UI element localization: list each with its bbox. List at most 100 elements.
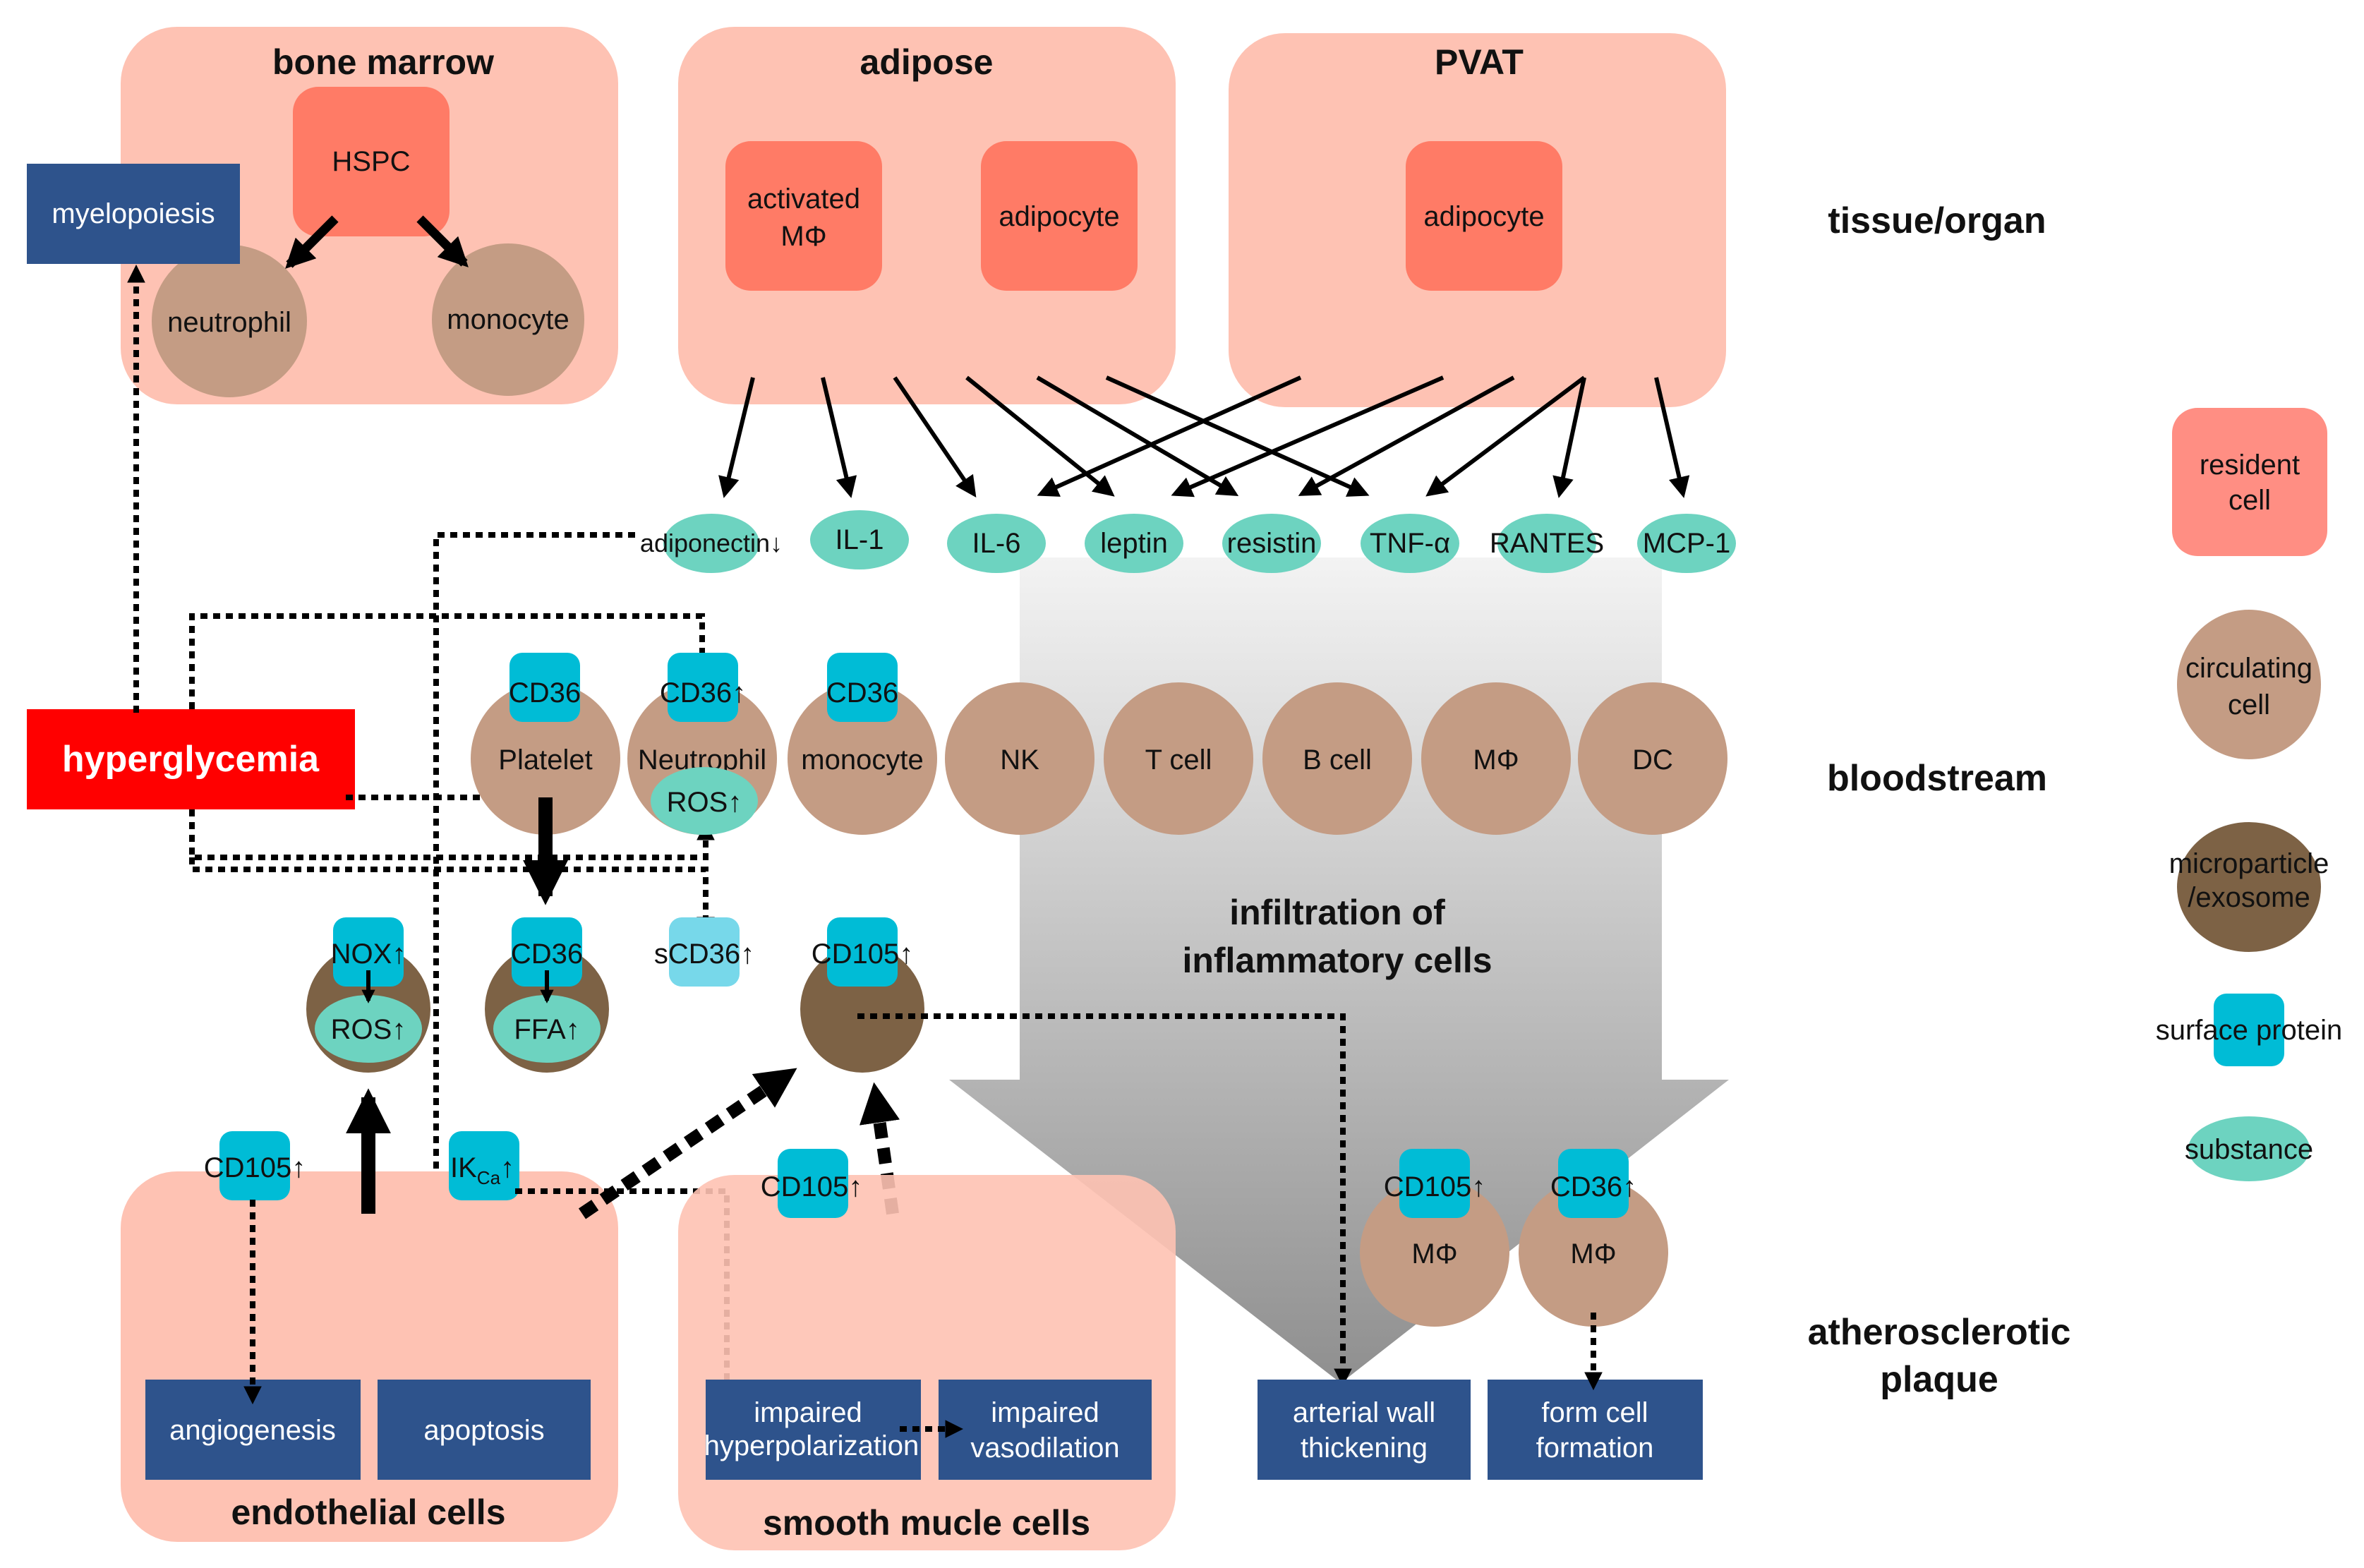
legend-substance-label: substance xyxy=(2185,1134,2313,1165)
arrow-pvat-il6 xyxy=(1037,375,1302,497)
arrow-pvat-resistin xyxy=(1298,375,1515,496)
foam-cell-label-1: form cell xyxy=(1541,1397,1648,1428)
legend-substance-swatch xyxy=(2188,1116,2310,1181)
legend-resident-swatch xyxy=(2172,408,2327,556)
nox-protein xyxy=(333,917,404,987)
substance-leptin-shape xyxy=(1085,514,1183,573)
ikca-sub: Ca xyxy=(477,1167,501,1188)
dendritic-cell-node xyxy=(1578,682,1727,835)
ikca-label: IKCa↑ xyxy=(450,1152,514,1188)
platelet-cd36-label: CD36 xyxy=(509,677,581,708)
plaque-mphi1-node xyxy=(1360,1178,1509,1327)
legend-circulating-swatch xyxy=(2177,610,2321,759)
legend: resident cell circulating cell micropart… xyxy=(2156,408,2343,1181)
path-hyper-scd36 xyxy=(189,857,715,936)
activated-macrophage-label-2: MΦ xyxy=(780,221,826,252)
arrow-pvat-leptin xyxy=(1171,375,1445,497)
path-hyper-neutrophil-cd36 xyxy=(189,613,711,709)
row-label-bloodstream: bloodstream xyxy=(1827,758,2047,799)
nk-cell-label: NK xyxy=(1000,744,1039,776)
substance-adiponectin: adiponectin↓ xyxy=(640,529,783,557)
substance-resistin: resistin xyxy=(1227,528,1317,559)
legend-surface-protein-swatch xyxy=(2214,994,2284,1066)
arterial-thickening-label-2: thickening xyxy=(1301,1433,1428,1464)
endothelial-title: endothelial cells xyxy=(231,1492,505,1532)
arrow-adipose-il6 xyxy=(893,376,977,497)
nox-ros-substance xyxy=(315,995,422,1063)
arrow-adipose-resistin xyxy=(1036,375,1239,497)
t-cell-label: T cell xyxy=(1145,744,1212,776)
arterial-thickening-label-1: arterial wall xyxy=(1293,1397,1435,1428)
plaque-mphi1-cd105 xyxy=(1399,1149,1470,1218)
hspc-to-neutrophil-arrow xyxy=(285,215,339,269)
plaque-mphi2-cd36 xyxy=(1558,1149,1629,1218)
pvat-panel: PVAT adipocyte xyxy=(1229,33,1726,407)
arrow-adipose-il1 xyxy=(821,377,857,498)
mp-cd36-label: CD36 xyxy=(511,939,583,970)
mp-cd36-protein xyxy=(512,917,582,987)
monocyte-node xyxy=(788,682,937,835)
arterial-thickening-box xyxy=(1258,1380,1471,1480)
substance-mcp1: MCP-1 xyxy=(1643,528,1730,559)
myelopoiesis-box xyxy=(27,164,240,264)
hyperglycemia-label: hyperglycemia xyxy=(62,739,320,780)
activated-macrophage-label-1: activated xyxy=(747,183,860,215)
secretion-arrows xyxy=(718,375,1690,498)
macrophage-node xyxy=(1421,682,1571,835)
t-cell-node xyxy=(1104,682,1253,835)
adipose-bg xyxy=(678,27,1176,404)
ikca-protein xyxy=(449,1131,519,1200)
bm-neutrophil-label: neutrophil xyxy=(167,307,291,338)
monocyte-cd36-protein xyxy=(827,653,898,722)
hyperglycemia-pathways xyxy=(127,264,715,1387)
smc-cd105-protein xyxy=(778,1149,848,1218)
legend-surface-protein-label: surface protein xyxy=(2156,1015,2343,1046)
monocyte-label: monocyte xyxy=(801,744,923,776)
smc-cd105-label: CD105↑ xyxy=(761,1171,863,1202)
substance-mcp1-shape xyxy=(1637,514,1736,573)
mp-ffa-label: FFA↑ xyxy=(514,1014,579,1045)
nox-label: NOX↑ xyxy=(331,939,406,970)
adipose-adipocyte-node xyxy=(981,141,1138,291)
arrow-pvat-tnfa xyxy=(1425,375,1586,497)
platelet-label: Platelet xyxy=(498,744,592,776)
ikca-main: IK xyxy=(450,1152,477,1183)
nox-ros-label: ROS↑ xyxy=(331,1014,406,1045)
plaque-mphi1-cd105-label: CD105↑ xyxy=(1384,1171,1486,1202)
adipose-title: adipose xyxy=(860,42,994,82)
pvat-adipocyte-label: adipocyte xyxy=(1423,201,1544,232)
path-ikca-hyperpolarization xyxy=(515,1188,736,1405)
legend-microparticle-swatch xyxy=(2177,822,2321,952)
endo-cd105-protein xyxy=(219,1131,290,1200)
platelet-node xyxy=(471,682,620,835)
vasodilation-box xyxy=(939,1380,1152,1480)
substances-row: adiponectin↓ IL-1 IL-6 leptin resistin T… xyxy=(640,510,1736,573)
bloodstream-cells: CD36 Platelet CD36↑ Neutrophil ROS↑ CD36… xyxy=(471,653,1727,835)
neutrophil-cd36-label: CD36↑ xyxy=(660,677,746,708)
apoptosis-label: apoptosis xyxy=(423,1415,544,1446)
neutrophil-ros-substance xyxy=(651,767,758,835)
neutrophil-cd36-protein xyxy=(668,653,738,722)
legend-microparticle-label-2: /exosome xyxy=(2188,882,2310,913)
pvat-adipocyte-node xyxy=(1406,141,1562,291)
substance-leptin: leptin xyxy=(1100,528,1168,559)
vasodilation-label-1: impaired xyxy=(991,1397,1099,1428)
microparticles: NOX↑ ROS↑ CD36 FFA↑ sCD36↑ CD105↑ xyxy=(306,917,924,1073)
hyperpolarization-label-1: impaired xyxy=(754,1397,862,1428)
path-cd105mp-arterial xyxy=(857,1013,1352,1387)
infiltration-label-line1: infiltration of xyxy=(1229,893,1445,932)
path-hyper-neutrophil-ros xyxy=(189,809,715,860)
substance-il6-shape xyxy=(947,514,1046,573)
b-cell-label: B cell xyxy=(1303,744,1372,776)
myelopoiesis-label: myelopoiesis xyxy=(52,198,215,229)
monocyte-cd36-label: CD36 xyxy=(826,677,898,708)
plaque-mphi2-node xyxy=(1519,1178,1668,1327)
scd36-protein xyxy=(669,917,740,987)
legend-resident-label-1: resident xyxy=(2200,450,2300,481)
vasodilation-label-2: vasodilation xyxy=(970,1433,1119,1464)
infiltration-label-line2: inflammatory cells xyxy=(1182,941,1492,980)
smooth-muscle-title: smooth mucle cells xyxy=(763,1503,1090,1543)
bone-marrow-title: bone marrow xyxy=(272,42,494,82)
foam-cell-box xyxy=(1488,1380,1703,1480)
plaque-mphi2-label: MΦ xyxy=(1570,1238,1616,1270)
